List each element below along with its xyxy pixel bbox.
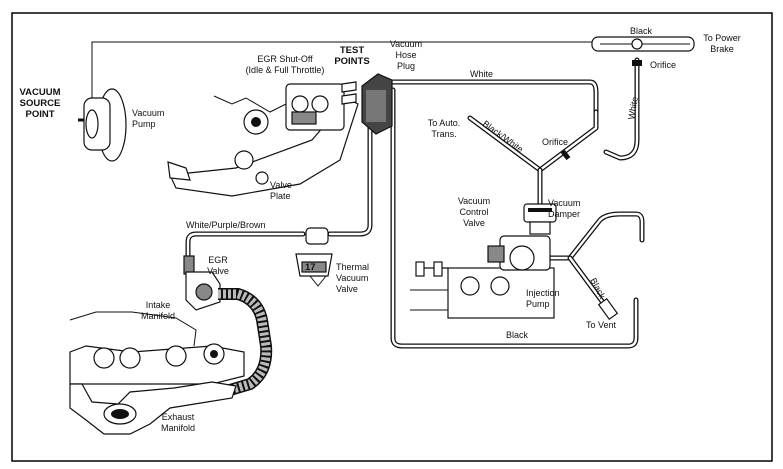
label-orifice-mid: Orifice (542, 137, 568, 147)
orifice-markers (560, 38, 643, 161)
vacuum-pump (78, 88, 127, 162)
label-black-top: Black (630, 26, 653, 36)
hose-egr (185, 231, 306, 275)
vacuum-line-top (91, 41, 592, 100)
label-white-purple-brown: White/Purple/Brown (186, 220, 266, 230)
label-to-auto-trans: To Auto.Trans. (428, 118, 461, 139)
vent-end (597, 297, 619, 321)
label-egr-shutoff: EGR Shut-Off(Idle & Full Throttle) (246, 54, 325, 75)
hose-white-top (382, 79, 599, 115)
manifolds (69, 311, 245, 435)
label-orifice-top: Orifice (650, 60, 676, 70)
vacuum-damper (523, 203, 557, 235)
label-black-bottom: Black (506, 330, 529, 340)
diagram-frame (11, 12, 773, 462)
valve-plate (167, 81, 359, 197)
label-tvv-number: 17 (305, 262, 316, 273)
injection-pump (410, 235, 555, 319)
label-white-top: White (470, 69, 493, 79)
label-white-vertical: White (626, 96, 640, 120)
vacuum-hose-plug (361, 73, 393, 135)
egr-valve (183, 255, 273, 396)
label-black-white: Black/White (481, 119, 525, 155)
thermal-vacuum-valve (295, 227, 333, 287)
label-to-vent: To Vent (586, 320, 617, 330)
hose-network (91, 36, 695, 349)
